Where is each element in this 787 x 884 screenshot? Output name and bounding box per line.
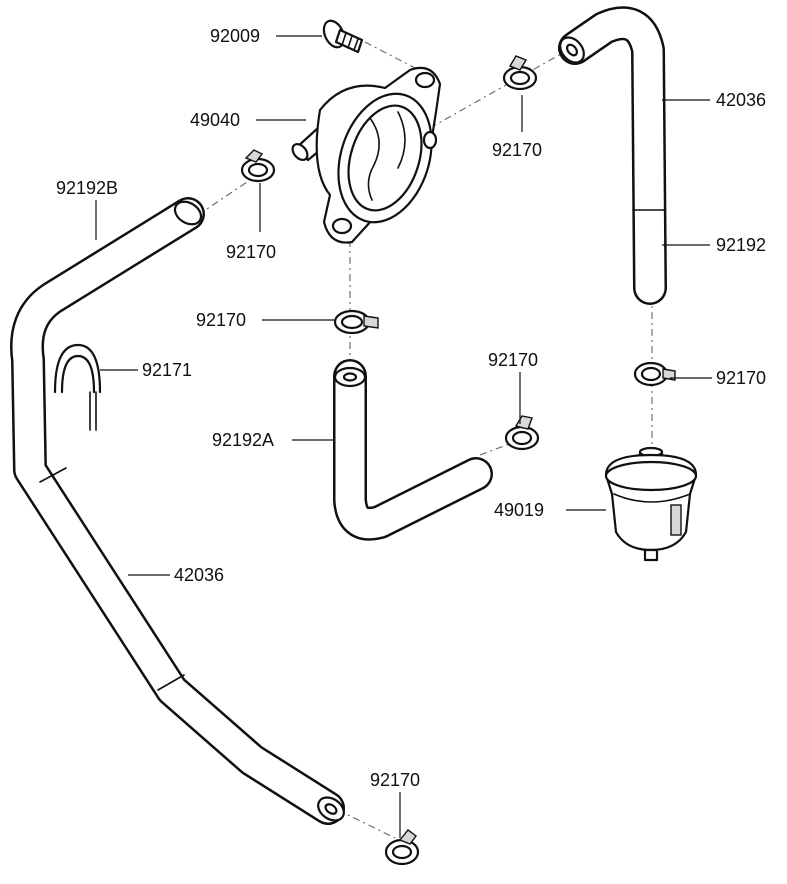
clamp-pump-right — [502, 55, 538, 91]
clamp-pump-left — [240, 149, 276, 183]
clamp-hose-a — [504, 415, 540, 451]
clip — [53, 343, 102, 431]
bolt — [322, 19, 364, 54]
label-hose-a: 92192A — [212, 430, 274, 450]
label-hose-upper-right: 42036 — [716, 90, 766, 110]
label-hose-short-right: 92192 — [716, 235, 766, 255]
label-bolt: 92009 — [210, 26, 260, 46]
leader-lines — [95, 35, 712, 838]
label-clamp-bottom: 92170 — [370, 770, 420, 790]
label-fuel-filter: 49019 — [494, 500, 544, 520]
label-clamp-hose-a: 92170 — [488, 350, 538, 370]
label-clip: 92171 — [142, 360, 192, 380]
label-fuel-pump: 49040 — [190, 110, 240, 130]
clamp-bottom — [384, 829, 420, 866]
label-clamp-pump-bottom: 92170 — [196, 310, 246, 330]
fuel-pump — [291, 66, 442, 244]
label-clamp-pump-left: 92170 — [226, 242, 276, 262]
label-clamp-filter-top: 92170 — [716, 368, 766, 388]
label-clamp-pump-right: 92170 — [492, 140, 542, 160]
clamp-filter-top — [633, 361, 676, 387]
clamp-pump-bottom — [333, 309, 379, 335]
label-hose-b: 92192B — [56, 178, 118, 198]
label-hose-long-left: 42036 — [174, 565, 224, 585]
part-labels: 92009 49040 92170 92170 42036 92192 9219… — [56, 26, 766, 790]
hose-long-left — [10, 197, 345, 825]
hose-upper-right — [558, 6, 667, 305]
hose-a — [333, 359, 493, 541]
fuel-filter — [604, 446, 698, 562]
